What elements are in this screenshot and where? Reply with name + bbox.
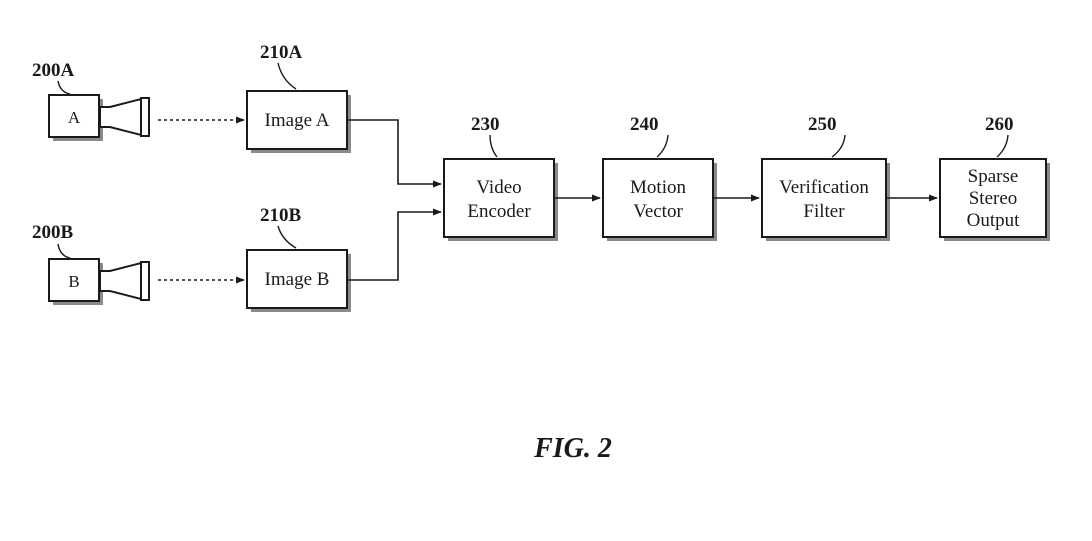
motion-line-2: Vector — [633, 201, 683, 222]
ref-230: 230 — [471, 114, 500, 135]
ref-210b: 210B — [260, 205, 302, 226]
leader-230 — [489, 134, 498, 158]
camera-b: B — [48, 258, 150, 305]
leader-200b — [57, 243, 71, 259]
image-a-block: Image A — [246, 90, 351, 153]
arrow-image-b-to-encoder — [347, 208, 442, 281]
image-b-label: Image B — [265, 269, 330, 290]
ref-260: 260 — [985, 114, 1014, 135]
encoder-line-1: Video — [476, 177, 521, 198]
filter-line-1: Verification — [779, 177, 869, 198]
leader-260 — [996, 134, 1009, 158]
output-line-2: Stereo — [969, 188, 1018, 209]
ref-200b: 200B — [32, 222, 74, 243]
camera-a-label: A — [68, 108, 81, 127]
camera-b-label: B — [68, 272, 79, 291]
leader-200a — [57, 80, 71, 95]
filter-line-2: Filter — [803, 201, 845, 222]
figure-caption: FIG. 2 — [533, 433, 612, 464]
sparse-stereo-output-block: Sparse Stereo Output — [939, 158, 1050, 241]
ref-200a: 200A — [32, 60, 75, 81]
encoder-line-2: Encoder — [467, 201, 531, 222]
ref-210a: 210A — [260, 42, 303, 63]
leader-240 — [656, 134, 669, 158]
leader-210b — [277, 225, 297, 249]
camera-a: A — [48, 94, 150, 141]
motion-vector-block: Motion Vector — [602, 158, 717, 241]
image-b-block: Image B — [246, 249, 351, 312]
verification-filter-block: Verification Filter — [761, 158, 890, 241]
motion-line-1: Motion — [630, 177, 686, 198]
video-encoder-block: Video Encoder — [443, 158, 558, 241]
ref-240: 240 — [630, 114, 659, 135]
arrow-image-a-to-encoder — [347, 119, 442, 188]
leader-210a — [277, 62, 297, 90]
output-line-3: Output — [967, 210, 1021, 231]
output-line-1: Sparse — [968, 166, 1019, 187]
leader-250 — [831, 134, 846, 158]
image-a-label: Image A — [265, 110, 330, 131]
ref-250: 250 — [808, 114, 837, 135]
